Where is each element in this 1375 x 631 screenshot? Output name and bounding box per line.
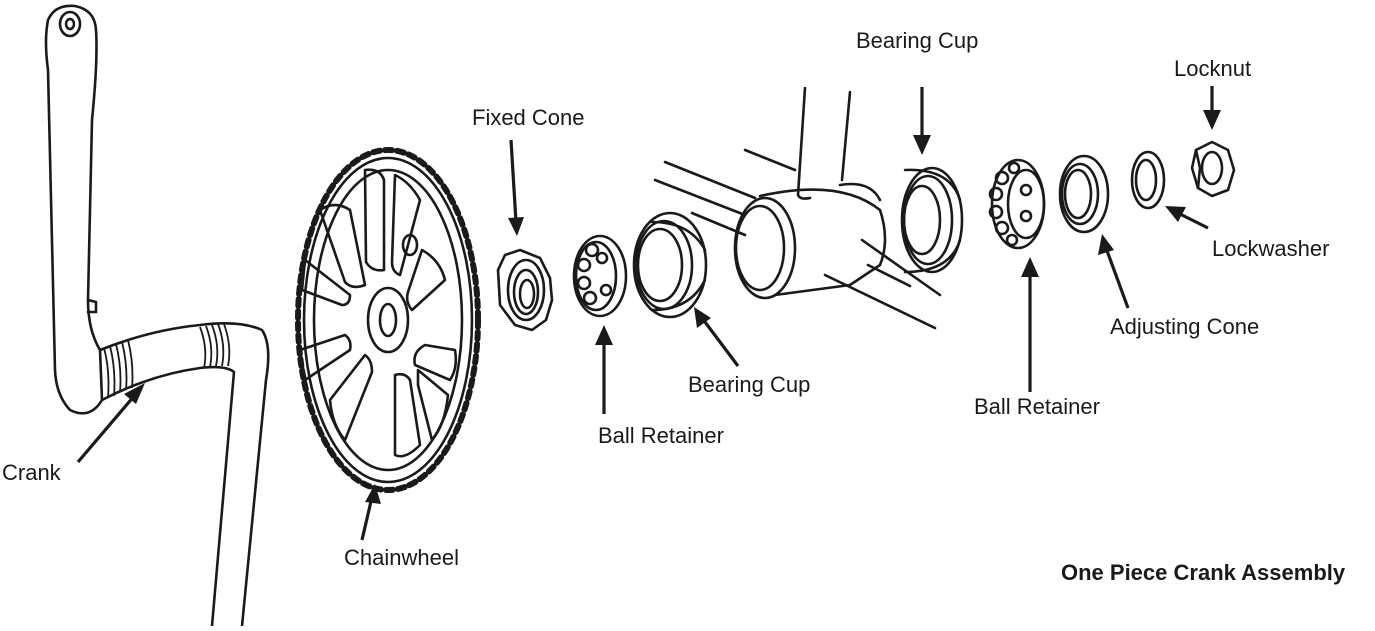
ball-retainer-right-part (988, 158, 1046, 250)
ball-retainer-left-arrow (595, 325, 613, 414)
adjusting-cone-part (1058, 154, 1110, 234)
lockwasher-arrow (1165, 206, 1209, 230)
bearing-cup-right-part (900, 166, 964, 274)
crank-label: Crank (2, 460, 61, 485)
chainwheel-label: Chainwheel (344, 545, 459, 570)
diagram-title: One Piece Crank Assembly (1061, 560, 1346, 585)
fixed-cone-part (496, 248, 554, 332)
bearing-cup-left-arrow (694, 307, 740, 367)
bottom-bracket-frame (653, 86, 942, 330)
bearing-cup-right-label: Bearing Cup (856, 28, 979, 53)
adjusting-cone-arrow (1098, 234, 1130, 309)
adjusting-cone-label: Adjusting Cone (1110, 314, 1260, 339)
chainwheel-part (295, 147, 481, 493)
fixed-cone-label: Fixed Cone (472, 105, 585, 130)
ball-retainer-left-label: Ball Retainer (598, 423, 724, 448)
bearing-cup-left-part (632, 211, 708, 319)
crank-part (44, 4, 270, 628)
bearing-cup-right-arrow (913, 87, 931, 155)
locknut-label: Locknut (1174, 56, 1252, 81)
ball-retainer-right-arrow (1021, 257, 1039, 392)
fixed-cone-arrow (508, 139, 524, 236)
lockwasher-label: Lockwasher (1212, 236, 1330, 261)
lockwasher-part (1130, 150, 1166, 210)
bearing-cup-left-label: Bearing Cup (688, 372, 811, 397)
locknut-arrow (1203, 86, 1221, 130)
locknut-part (1190, 140, 1236, 198)
chainwheel-arrow (360, 484, 381, 541)
crank-arrow (76, 383, 145, 464)
ball-retainer-left-part (572, 234, 628, 318)
ball-retainer-right-label: Ball Retainer (974, 394, 1100, 419)
